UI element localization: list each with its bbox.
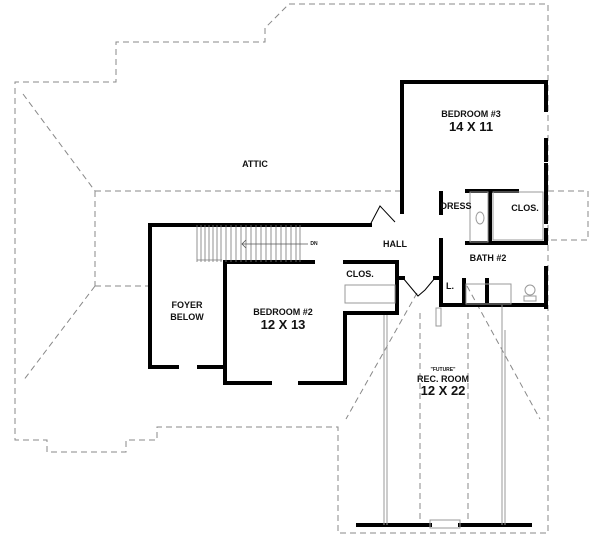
rec-room-note: "FUTURE" [430,367,456,373]
foyer-label-line1: FOYER [171,300,203,310]
rec-room-label: REC. ROOM [416,374,470,384]
attic-label: ATTIC [242,159,268,169]
stairs-down-label: DN [310,241,318,247]
dress-label: DRESS [440,201,472,211]
foyer-label-line2: BELOW [170,312,204,322]
closet3-label: CLOS. [511,203,539,213]
rec-room-size: 12 X 22 [420,383,466,398]
bedroom3-size: 14 X 11 [448,119,494,134]
linen-label: L. [446,281,454,291]
bedroom2-label: BEDROOM #2 [253,307,313,317]
walls [148,80,548,527]
bedroom3-label: BEDROOM #3 [441,109,501,119]
hall-label: HALL [383,239,407,249]
doors [369,205,436,297]
fixtures [344,191,544,529]
roof-outline [14,3,589,534]
stairs [196,225,308,262]
bath2-label: BATH #2 [469,253,507,263]
bedroom2-size: 12 X 13 [260,317,306,332]
closet2-label: CLOS. [346,269,374,279]
